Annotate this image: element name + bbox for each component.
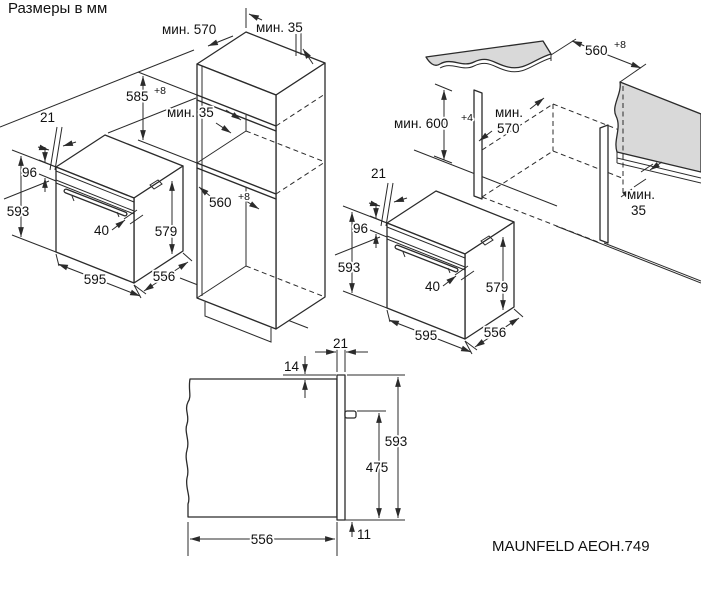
- base-cabinet-dimensions: 560 +8 мин. 600 +4 мин. 570 мин. 35: [392, 37, 663, 220]
- cabinet-depth-label: мин. 570: [162, 22, 216, 37]
- left-oven-labels: 21 96 593 40 579 595 556: [5, 108, 179, 289]
- cabinet-top-gap-label: мин. 35: [256, 20, 303, 35]
- oven-depth-label: 556: [484, 325, 507, 340]
- oven-height-label: 593: [7, 204, 30, 219]
- niche-width-tolerance: +8: [238, 191, 250, 203]
- side-section-dimensions: 21 14 593 475 556 11: [187, 334, 409, 556]
- worktop-height-tolerance: +4: [461, 112, 473, 124]
- section-door-gap-label: 21: [333, 336, 348, 351]
- niche-height-tolerance: +8: [154, 85, 166, 97]
- section-height-label: 593: [385, 434, 408, 449]
- oven-door-gap-label: 21: [371, 166, 386, 181]
- oven-door-gap-label: 21: [40, 110, 55, 125]
- vent-gap-label: мин. 35: [167, 105, 214, 120]
- section-top-overlap-label: 14: [284, 359, 300, 374]
- oven-panel-height-label: 96: [353, 221, 368, 236]
- section-handle-to-bottom-label: 475: [366, 460, 389, 475]
- oven-body-height-label: 579: [486, 280, 509, 295]
- right-oven-labels: 21 96 593 40 579 595 556: [336, 164, 510, 345]
- niche-width-label: 560: [209, 195, 232, 210]
- base-cabinet-drawing: [334, 40, 701, 284]
- oven-handle-depth-label: 40: [94, 223, 109, 238]
- page-title: Размеры в мм: [8, 0, 107, 17]
- oven-width-label: 595: [415, 328, 438, 343]
- base-depth-label-line2: 570: [497, 121, 520, 136]
- base-depth-label-line1: мин.: [495, 105, 523, 120]
- worktop-height-label: мин. 600: [394, 116, 448, 131]
- side-section-drawing: [185, 374, 357, 521]
- rear-gap-label-line2: 35: [631, 203, 646, 218]
- oven-body-height-label: 579: [155, 224, 178, 239]
- rear-gap-label-line1: мин.: [627, 187, 655, 202]
- base-niche-width-tolerance: +8: [614, 39, 626, 51]
- oven-handle-depth-label: 40: [425, 279, 440, 294]
- oven-depth-label: 556: [153, 269, 176, 284]
- oven-width-label: 595: [84, 272, 107, 287]
- base-niche-width-label: 560: [585, 43, 608, 58]
- oven-height-label: 593: [338, 260, 361, 275]
- section-bottom-overlap-label: 11: [357, 527, 371, 542]
- section-depth-label: 556: [251, 532, 274, 547]
- model-label: MAUNFELD AEOH.749: [492, 538, 650, 555]
- oven-panel-height-label: 96: [22, 165, 37, 180]
- tall-cabinet-drawing: [196, 31, 326, 343]
- niche-height-label: 585: [126, 89, 149, 104]
- tall-cabinet-dimensions: мин. 570 мин. 35 585 +8 мин. 35 560 +8: [124, 8, 314, 212]
